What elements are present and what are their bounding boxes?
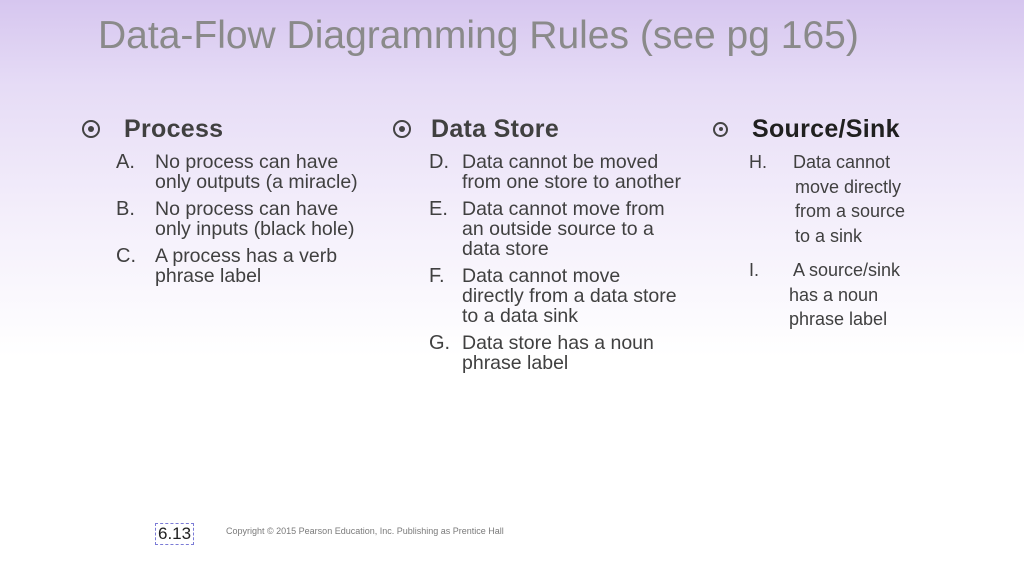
- rule-letter: C.: [116, 245, 136, 267]
- rule-letter: G.: [429, 332, 451, 354]
- rule-letter: A.: [116, 151, 135, 173]
- slide-number: 6.13: [154, 523, 195, 545]
- rule-text: Data cannot be moved from one store to a…: [462, 151, 681, 193]
- slide-title: Data-Flow Diagramming Rules (see pg 165): [98, 14, 859, 57]
- rule-text-line: phrase label: [789, 309, 888, 329]
- circle-dot-bullet-icon: [393, 120, 411, 138]
- process-heading-text: Process: [124, 114, 224, 143]
- data-store-heading-text: Data Store: [431, 114, 560, 143]
- rule-text: Data cannot move from an outside source …: [462, 198, 665, 260]
- rule-text-line: A source/sink: [793, 260, 901, 280]
- rule-item-b: B. No process can have only inputs (blac…: [116, 199, 362, 239]
- rule-text: Data cannot move directly from a data st…: [462, 265, 677, 327]
- circle-dot-bullet-icon: [713, 121, 728, 137]
- rule-letter: H.: [749, 152, 767, 172]
- source-sink-rules: H. Data cannot move directly from a sourc…: [713, 150, 973, 332]
- rule-letter: F.: [429, 265, 445, 287]
- rule-item-i: I. A source/sink has a noun phrase label: [749, 258, 973, 332]
- rule-text: A process has a verb phrase label: [155, 245, 338, 287]
- source-sink-heading-text: Source/Sink: [752, 114, 900, 143]
- data-store-column: Data Store D. Data cannot be moved from …: [393, 112, 683, 380]
- rule-item-e: E. Data cannot move from an outside sour…: [429, 199, 683, 259]
- rule-text: Data store has a noun phrase label: [462, 332, 654, 374]
- source-sink-heading: Source/Sink: [713, 112, 973, 146]
- data-store-rules: D. Data cannot be moved from one store t…: [393, 152, 683, 373]
- rule-item-c: C. A process has a verb phrase label: [116, 246, 362, 286]
- rule-letter: I.: [749, 260, 760, 280]
- rule-item-f: F. Data cannot move directly from a data…: [429, 266, 683, 326]
- rule-text: No process can have only inputs (black h…: [155, 198, 355, 240]
- process-column: Process A. No process can have only outp…: [82, 112, 362, 293]
- circle-dot-bullet-icon: [82, 120, 100, 138]
- rule-item-h: H. Data cannot move directly from a sourc…: [749, 150, 973, 248]
- rule-item-g: G. Data store has a noun phrase label: [429, 333, 683, 373]
- rule-letter: B.: [116, 198, 135, 220]
- process-heading: Process: [82, 112, 362, 146]
- data-store-heading: Data Store: [393, 112, 683, 146]
- rule-letter: D.: [429, 151, 449, 173]
- rule-text-line: to a sink: [795, 225, 863, 246]
- rule-item-a: A. No process can have only outputs (a m…: [116, 152, 362, 192]
- process-rules: A. No process can have only outputs (a m…: [82, 152, 362, 286]
- rule-text-line: from a source: [795, 201, 906, 221]
- rule-text-line: move directly: [795, 176, 902, 197]
- rule-text: No process can have only outputs (a mira…: [155, 151, 358, 193]
- copyright-notice: Copyright © 2015 Pearson Education, Inc.…: [226, 526, 504, 536]
- rule-letter: E.: [429, 198, 448, 220]
- rule-text-line: Data cannot: [793, 152, 891, 172]
- source-sink-column: Source/Sink H. Data cannot move directly …: [713, 112, 973, 342]
- rule-item-d: D. Data cannot be moved from one store t…: [429, 152, 683, 192]
- rule-text-line: has a noun: [789, 284, 879, 305]
